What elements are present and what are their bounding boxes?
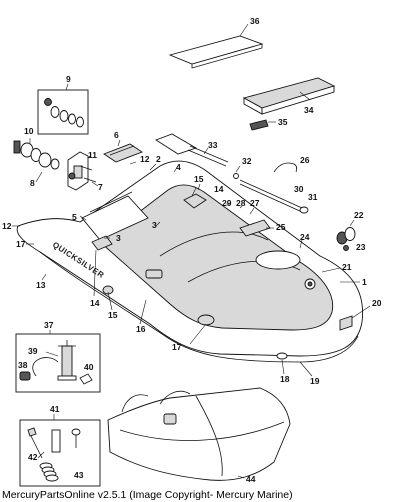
- callout-37: 37: [44, 320, 54, 330]
- callout-36: 36: [250, 16, 260, 26]
- valve-caps-22-23[interactable]: [336, 219, 356, 251]
- seat-34[interactable]: [242, 77, 336, 115]
- oarlock-bracket-7-11[interactable]: [67, 151, 99, 191]
- callout-14-top: 14: [214, 184, 224, 194]
- pump-kit-box-37[interactable]: [15, 330, 101, 393]
- callout-38: 38: [18, 360, 28, 370]
- callout-19: 19: [310, 376, 320, 386]
- callout-44: 44: [246, 474, 256, 484]
- callout-26: 26: [300, 155, 310, 165]
- callout-30: 30: [294, 184, 304, 194]
- callout-29: 29: [222, 198, 232, 208]
- callout-41: 41: [50, 404, 60, 414]
- callout-23: 23: [356, 242, 366, 252]
- callout-14-bottom: 14: [90, 298, 100, 308]
- callout-13: 13: [36, 280, 46, 290]
- callout-12-top: 12: [140, 154, 150, 164]
- callout-28: 28: [236, 198, 246, 208]
- oar-33[interactable]: [154, 133, 229, 167]
- handle-6[interactable]: [103, 139, 143, 163]
- valve-assembly-8-10[interactable]: [13, 138, 60, 183]
- callout-8: 8: [30, 178, 35, 188]
- leader-lines: [12, 161, 371, 377]
- callout-39: 39: [28, 346, 38, 356]
- callout-15-bottom: 15: [108, 310, 118, 320]
- callout-7: 7: [98, 182, 103, 192]
- callout-5: 5: [72, 212, 77, 222]
- callout-4: 4: [176, 162, 181, 172]
- callout-42: 42: [28, 452, 38, 462]
- callout-35: 35: [278, 117, 288, 127]
- callout-labels: 36 34 35 9 10 8 11 7 6 33 32 26 30 31 22…: [2, 16, 382, 484]
- seat-board-36[interactable]: [168, 23, 264, 69]
- callout-12-left: 12: [2, 221, 12, 231]
- hardware-26-30-31-32[interactable]: [233, 162, 309, 214]
- callout-31: 31: [308, 192, 318, 202]
- inflatable-boat-1[interactable]: QUICKSILVER: [16, 160, 364, 363]
- strap-35[interactable]: [249, 119, 276, 131]
- callout-2: 2: [156, 154, 161, 164]
- callout-40: 40: [84, 362, 94, 372]
- callout-1: 1: [362, 277, 367, 287]
- callout-11: 11: [88, 150, 97, 160]
- callout-24: 24: [300, 232, 310, 242]
- callout-25: 25: [276, 222, 286, 232]
- storage-bag-44[interactable]: [107, 387, 291, 481]
- callout-21: 21: [342, 262, 352, 272]
- callout-10: 10: [24, 126, 34, 136]
- callout-16: 16: [136, 324, 146, 334]
- callout-33: 33: [208, 140, 218, 150]
- callout-15-top: 15: [194, 174, 204, 184]
- callout-43: 43: [74, 470, 84, 480]
- image-caption: MercuryPartsOnline v2.5.1 (Image Copyrig…: [2, 489, 293, 501]
- callout-3-b: 3: [116, 233, 121, 243]
- foot-pump-icon: [57, 340, 77, 381]
- callout-27: 27: [250, 198, 260, 208]
- repair-kit-box-41[interactable]: [19, 414, 101, 487]
- callout-17-left: 17: [16, 239, 26, 249]
- callout-34: 34: [304, 105, 314, 115]
- callout-22: 22: [354, 210, 364, 220]
- callout-6: 6: [114, 130, 119, 140]
- callout-17-bottom: 17: [172, 342, 182, 352]
- callout-32: 32: [242, 156, 252, 166]
- callout-18: 18: [280, 374, 290, 384]
- callout-3-a: 3: [152, 220, 157, 230]
- valve-parts-9[interactable]: [37, 83, 89, 135]
- callout-20: 20: [372, 298, 382, 308]
- callout-9: 9: [66, 74, 71, 84]
